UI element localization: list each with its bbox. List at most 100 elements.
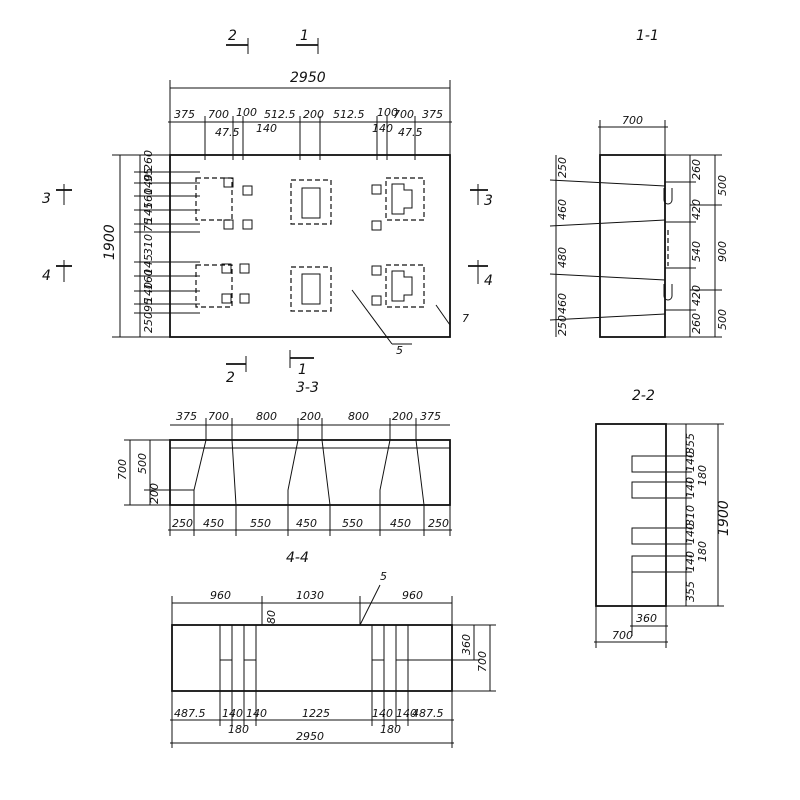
svg-text:960: 960 <box>210 589 231 602</box>
svg-text:250: 250 <box>556 315 569 336</box>
svg-text:140: 140 <box>684 551 697 572</box>
svg-text:2: 2 <box>228 28 237 44</box>
plan-top-dim: 375 <box>422 108 443 121</box>
plan-left-dim: 140 <box>142 282 155 303</box>
section-1-1-outline <box>599 154 666 338</box>
section-1-1: 1-1 700 250 460 480 460 250 260 420 540 … <box>549 28 729 338</box>
anchor-holes <box>221 177 382 306</box>
svg-text:140: 140 <box>684 477 697 498</box>
svg-text:700: 700 <box>208 410 229 423</box>
svg-text:550: 550 <box>342 517 363 530</box>
section-2-2-outline <box>595 423 667 607</box>
section-4-4-callout-5: 5 <box>380 570 387 583</box>
section-4-4-small-dim: 80 <box>265 610 278 624</box>
section-2-2-height: 1900 <box>716 500 732 536</box>
svg-text:4: 4 <box>42 268 51 284</box>
section-2-2-title: 2-2 <box>632 388 655 404</box>
svg-text:420: 420 <box>690 199 703 220</box>
socket-dashed <box>385 264 425 308</box>
svg-text:800: 800 <box>256 410 277 423</box>
vertical-slots <box>219 625 409 661</box>
plan-view: 2950 375 700 100 512.5 200 512.5 100 700… <box>42 28 493 386</box>
svg-text:487.5: 487.5 <box>174 707 206 720</box>
plan-left-dim: 145 <box>142 254 155 275</box>
section-2-2: 2-2 355 140 180 140 310 140 180 140 355 … <box>594 388 732 648</box>
section-3-3: 3-3 375 700 800 200 800 200 375 700 500 … <box>116 380 452 536</box>
svg-text:550: 550 <box>250 517 271 530</box>
plan-total-width: 2950 <box>290 70 326 86</box>
svg-text:250: 250 <box>556 157 569 178</box>
plan-top-dim: 200 <box>303 108 324 121</box>
tapered-socket <box>379 439 425 506</box>
svg-text:1: 1 <box>298 362 307 378</box>
plan-top-dim: 100 <box>236 106 257 119</box>
svg-text:960: 960 <box>402 589 423 602</box>
plan-left-dim: 310 <box>142 234 155 255</box>
svg-text:1030: 1030 <box>296 589 324 602</box>
svg-text:250: 250 <box>428 517 449 530</box>
section-marker-4-left: 4 <box>42 260 72 284</box>
svg-text:450: 450 <box>390 517 411 530</box>
svg-text:260: 260 <box>690 313 703 334</box>
slot-recesses <box>631 455 666 573</box>
svg-text:1: 1 <box>300 28 309 44</box>
svg-text:360: 360 <box>460 634 473 655</box>
section-1-1-title: 1-1 <box>636 28 659 44</box>
section-3-3-outline <box>169 439 451 506</box>
svg-text:487.5: 487.5 <box>412 707 444 720</box>
plan-left-ticks <box>134 171 200 314</box>
plan-left-dim: 75 <box>142 218 155 232</box>
plan-left-dim: 260 <box>142 150 155 171</box>
socket-dashed <box>290 266 332 312</box>
svg-text:3: 3 <box>484 193 493 209</box>
section-3-3-title: 3-3 <box>296 380 319 396</box>
svg-text:180: 180 <box>696 541 709 562</box>
tapered-socket <box>287 439 331 506</box>
callout-5: 5 <box>396 344 403 357</box>
svg-text:260: 260 <box>690 159 703 180</box>
socket-dashed <box>385 177 425 221</box>
svg-text:700: 700 <box>476 651 489 672</box>
svg-text:355: 355 <box>684 433 697 454</box>
svg-text:140: 140 <box>684 523 697 544</box>
plan-top-dim: 512.5 <box>333 108 365 121</box>
section-4-4: 4-4 960 1030 960 80 5 360 700 <box>170 550 496 748</box>
section-1-1-width: 700 <box>622 114 643 127</box>
svg-text:420: 420 <box>690 285 703 306</box>
plan-top-ticks <box>204 116 416 160</box>
plan-top-sub-dim: 47.5 <box>398 126 423 139</box>
section-marker-1-top: 1 <box>296 28 319 54</box>
plan-left-dim: 95 <box>142 168 155 182</box>
svg-text:450: 450 <box>203 517 224 530</box>
plan-top-dim: 512.5 <box>264 108 296 121</box>
svg-text:355: 355 <box>684 581 697 602</box>
svg-text:200: 200 <box>300 410 321 423</box>
plan-top-sub-dim: 140 <box>256 122 277 135</box>
svg-text:460: 460 <box>556 293 569 314</box>
svg-text:500: 500 <box>716 309 729 330</box>
svg-text:500: 500 <box>136 453 149 474</box>
plan-top-dim: 100 <box>377 106 398 119</box>
svg-text:180: 180 <box>696 465 709 486</box>
svg-text:500: 500 <box>716 175 729 196</box>
svg-text:1225: 1225 <box>302 707 330 720</box>
plan-outline <box>169 154 451 338</box>
svg-text:460: 460 <box>556 199 569 220</box>
svg-text:140: 140 <box>372 707 393 720</box>
svg-text:180: 180 <box>228 723 249 736</box>
svg-text:800: 800 <box>348 410 369 423</box>
svg-text:480: 480 <box>556 247 569 268</box>
section-marker-4-right: 4 <box>468 260 493 289</box>
svg-text:450: 450 <box>296 517 317 530</box>
section-4-4-total: 2950 <box>296 730 324 743</box>
svg-text:4: 4 <box>484 273 493 289</box>
section-marker-2-top: 2 <box>226 28 249 54</box>
plan-left-dim: 95 <box>142 298 155 312</box>
svg-text:140: 140 <box>396 707 417 720</box>
plan-left-dim: 160 <box>142 269 155 290</box>
plan-top-sub-dim: 47.5 <box>215 126 240 139</box>
svg-text:140: 140 <box>684 451 697 472</box>
section-marker-3-right: 3 <box>470 184 493 209</box>
plan-top-dim: 700 <box>208 108 229 121</box>
